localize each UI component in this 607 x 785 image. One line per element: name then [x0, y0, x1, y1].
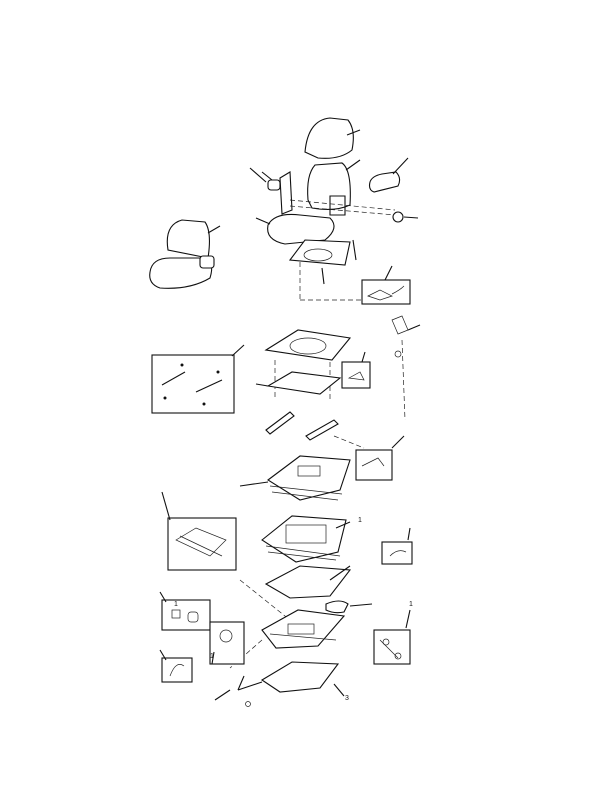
callout-number: 1 [358, 517, 362, 524]
seat-backrest-upper [304, 117, 361, 159]
seat-backrest-lower [307, 159, 361, 211]
inset-clip [341, 351, 371, 389]
inset-ring [209, 621, 245, 665]
inset-spring-clip [159, 649, 193, 683]
callout-number: 1 [174, 601, 178, 608]
top-mounting-plate [264, 329, 352, 400]
spacer-plate [255, 371, 342, 395]
knob-right [392, 211, 419, 223]
inset-bushings [159, 591, 211, 631]
bellows-boot [261, 515, 351, 563]
seat-frame-bracket [279, 171, 396, 216]
armrest-pivot-left [249, 167, 281, 191]
inset-slide-rails [151, 344, 245, 414]
base-plate [214, 661, 345, 707]
callout-number: 1 [210, 653, 214, 660]
suspension-cover-boot [239, 455, 351, 501]
suspension-base-frame [239, 565, 352, 621]
handle-assembly [325, 600, 373, 614]
callout-number: 3 [345, 695, 349, 702]
seat-cushion [255, 213, 335, 245]
inset-wiring [361, 265, 411, 305]
seat-pan [288, 239, 362, 301]
inset-shock-absorber [373, 609, 411, 665]
callout-number: 1 [409, 601, 413, 608]
assembled-seat-view [149, 219, 221, 289]
armrest-right [368, 157, 409, 193]
inset-latch [355, 435, 405, 481]
inset-cable [381, 527, 413, 565]
slide-rail-pair [265, 411, 365, 449]
scissor-mechanism [229, 609, 346, 669]
inset-scissor-linkage [161, 491, 237, 571]
harness-connector [391, 315, 421, 421]
